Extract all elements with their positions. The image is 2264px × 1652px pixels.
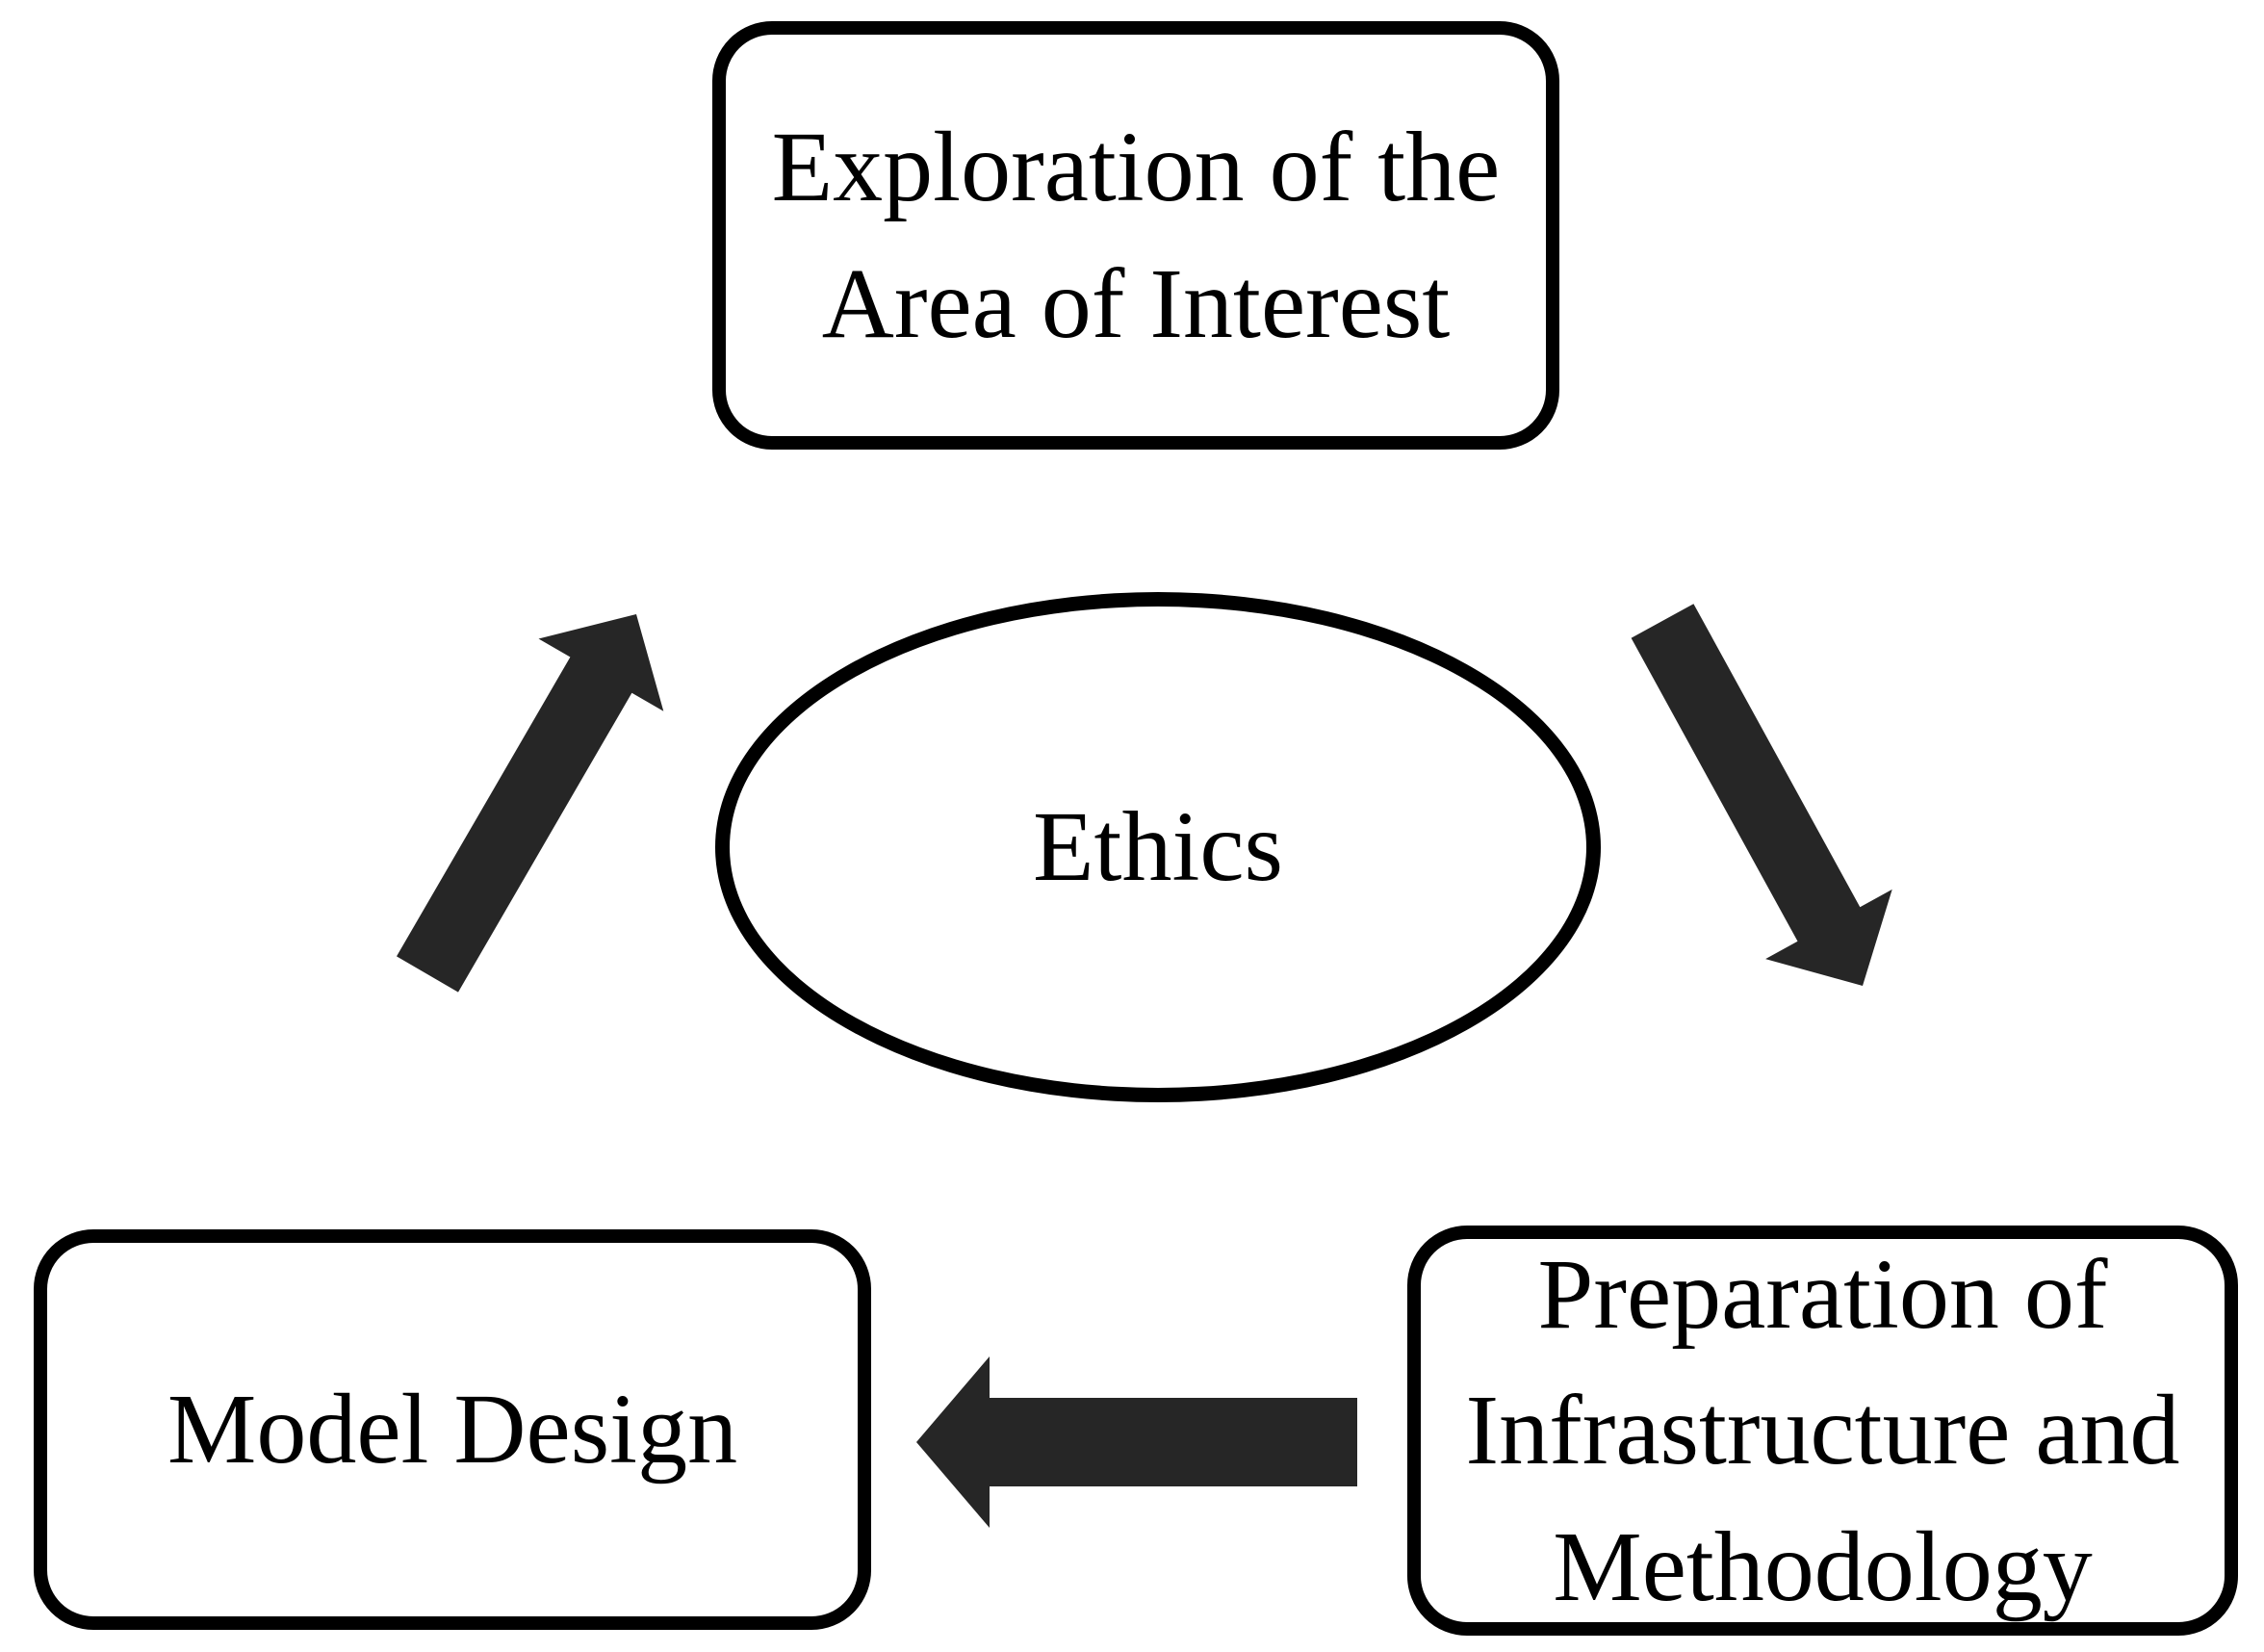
node-model-design-label: Model Design <box>167 1374 738 1485</box>
node-preparation: Preparation of Infrastructure and Method… <box>1407 1226 2238 1636</box>
node-exploration: Exploration of the Area of Interest <box>712 21 1559 450</box>
node-exploration-label-line2: Area of Interest <box>821 247 1451 359</box>
node-model-design: Model Design <box>34 1229 871 1630</box>
arrow-up-right-icon <box>397 614 664 993</box>
node-preparation-label-line3: Methodology <box>1553 1510 2093 1622</box>
node-preparation-label-line1: Preparation of <box>1537 1238 2108 1350</box>
node-exploration-label-line1: Exploration of the <box>771 112 1501 223</box>
node-ethics-label: Ethics <box>1033 791 1283 903</box>
node-preparation-label-line2: Infrastructure and <box>1465 1375 2180 1486</box>
node-ethics: Ethics <box>715 592 1601 1102</box>
arrow-down-right-icon <box>1631 604 1892 986</box>
arrow-left-icon <box>916 1356 1357 1528</box>
